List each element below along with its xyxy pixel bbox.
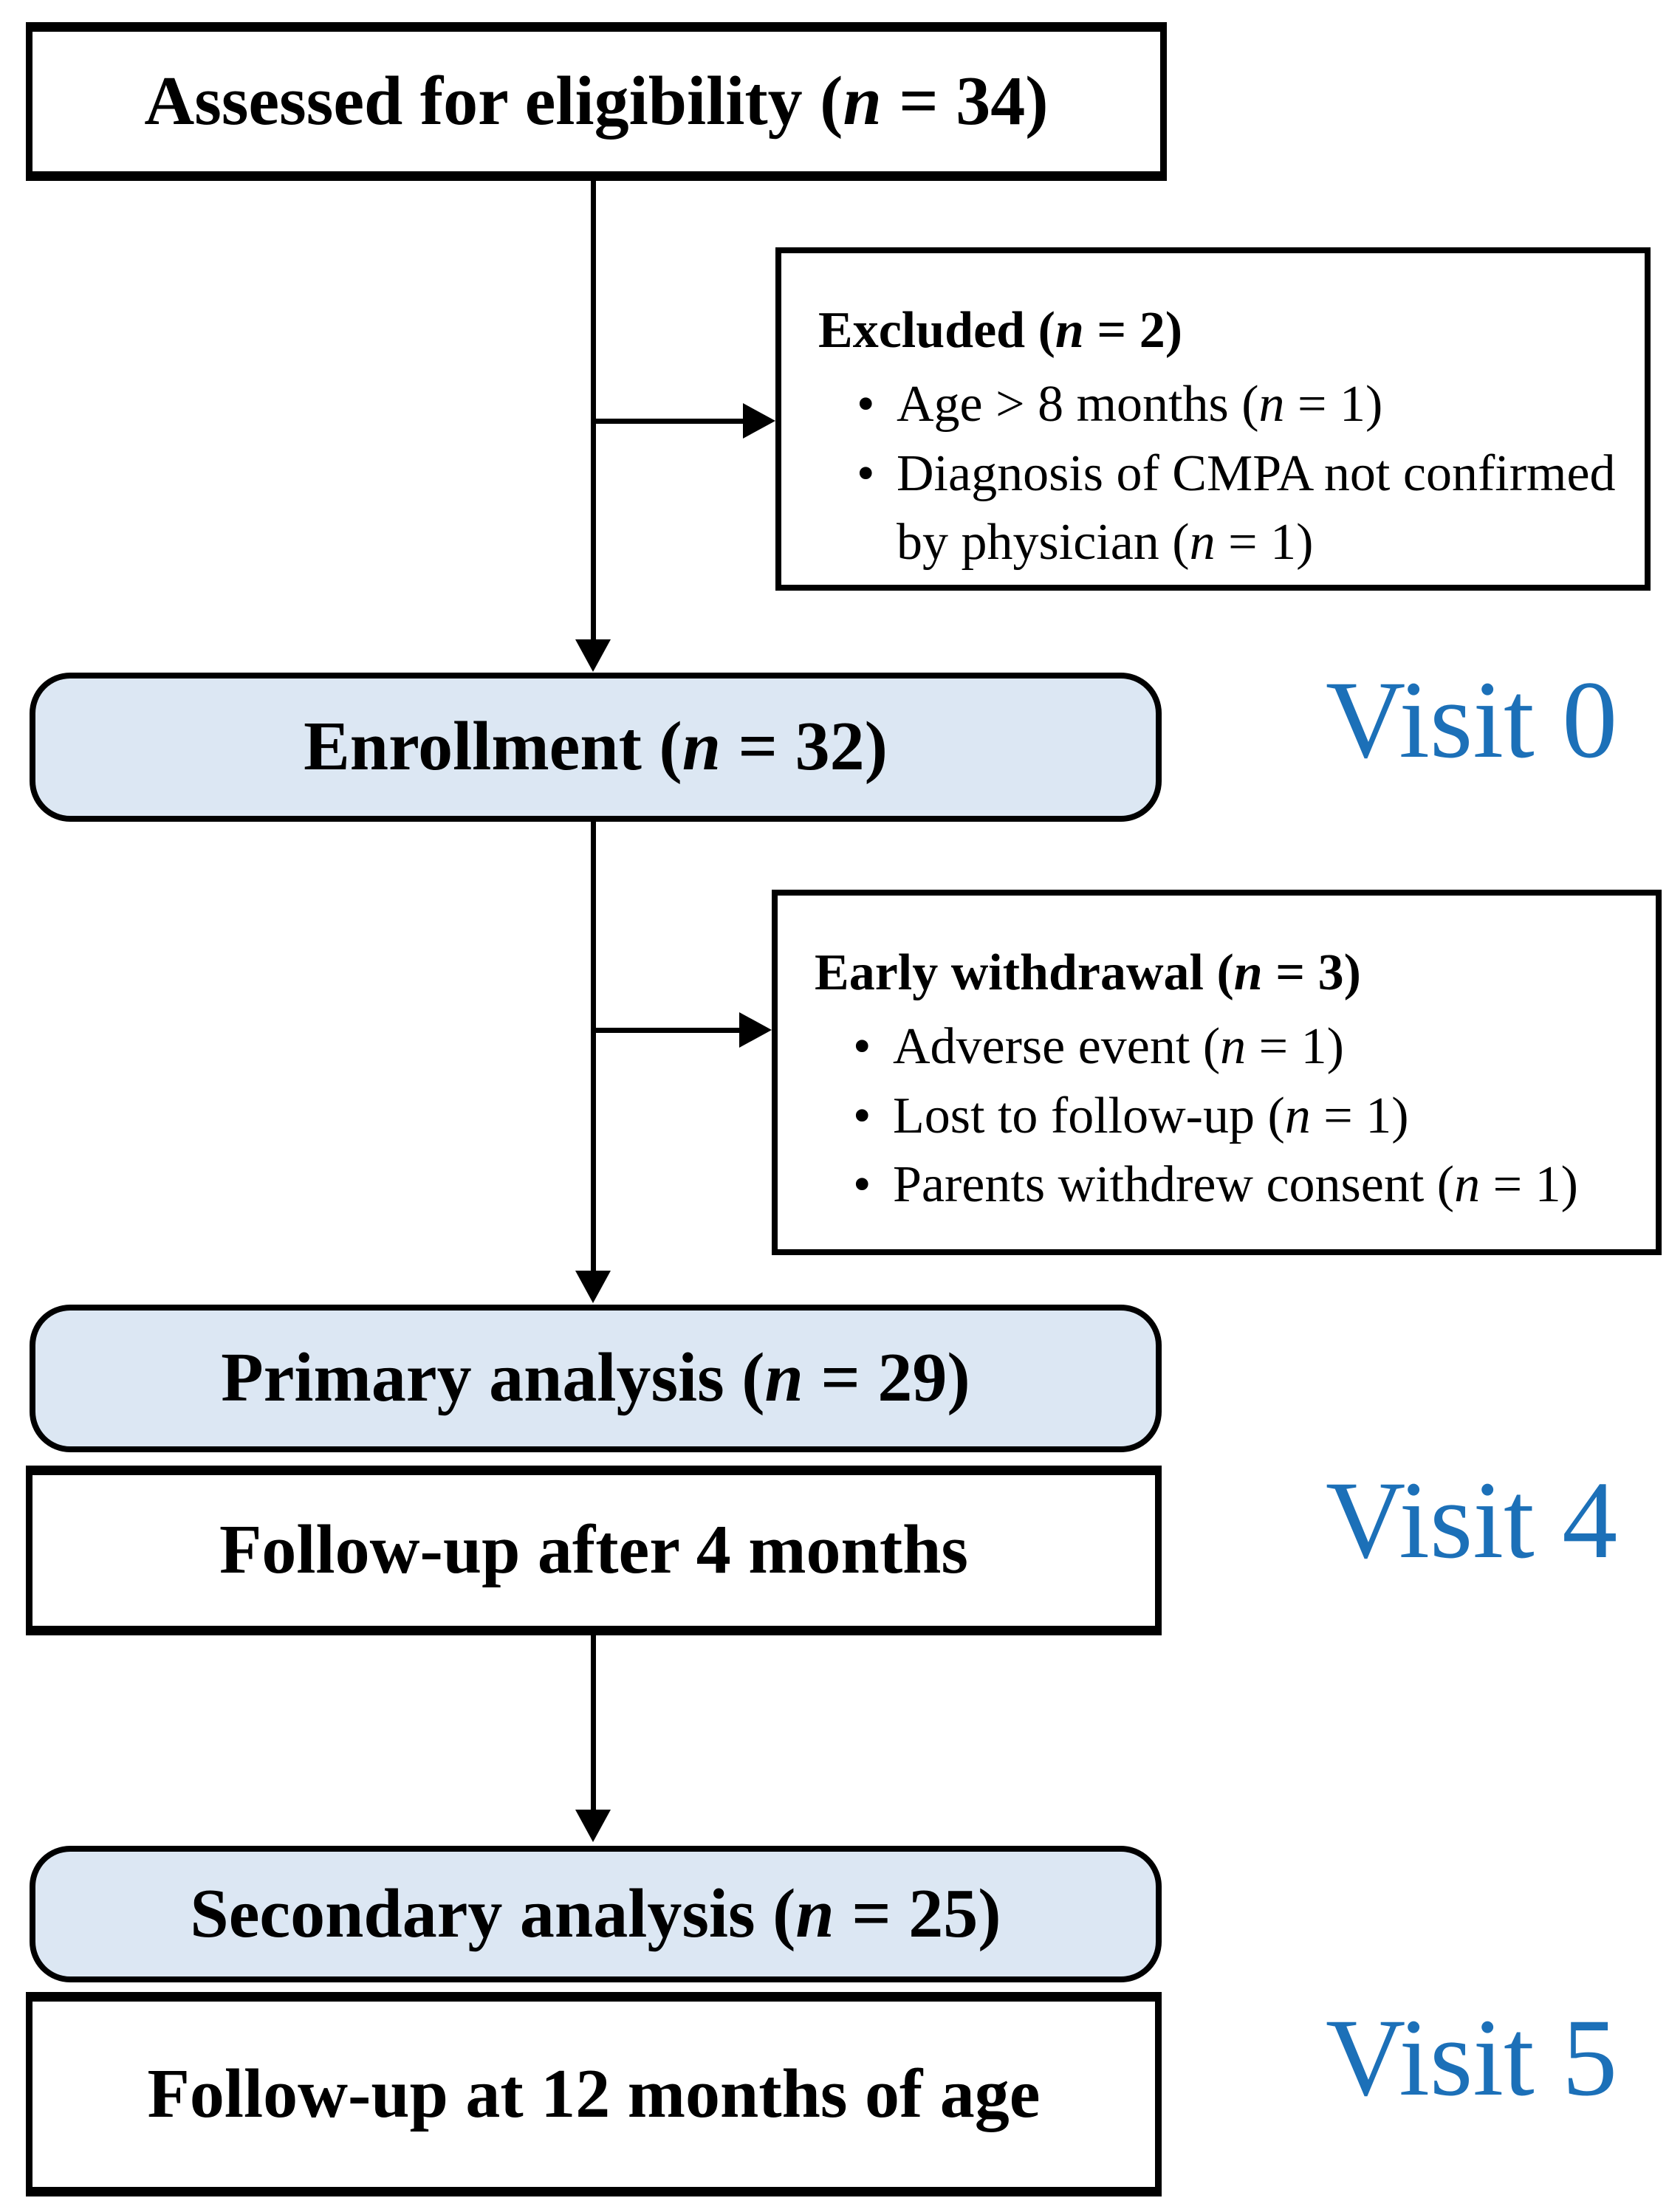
early-withdrawal-item: Adverse event (n = 1) — [850, 1012, 1635, 1082]
visit-4-label: Visit 4 — [1326, 1459, 1618, 1581]
followup-4-months-label: Follow-up after 4 months — [219, 1511, 968, 1589]
followup-4-months-box: Follow-up after 4 months — [26, 1466, 1162, 1635]
visit-5-label: Visit 5 — [1326, 1996, 1618, 2119]
arrow-line-branch-excluded — [593, 419, 743, 424]
arrowhead-down-icon — [575, 639, 611, 672]
arrow-line-enrollment-to-primary — [591, 820, 596, 1274]
excluded-list: Age > 8 months (n = 1) Diagnosis of CMPA… — [781, 370, 1645, 577]
followup-12-months-label: Follow-up at 12 months of age — [147, 2055, 1041, 2132]
arrowhead-right-icon — [743, 403, 775, 439]
arrowhead-right-icon — [739, 1012, 772, 1048]
excluded-item: Diagnosis of CMPA not confirmed by physi… — [854, 439, 1624, 578]
followup-12-months-box: Follow-up at 12 months of age — [26, 1992, 1162, 2196]
excluded-title: Excluded (n = 2) — [818, 302, 1183, 359]
early-withdrawal-item: Parents withdrew consent (n = 1) — [850, 1150, 1635, 1220]
early-withdrawal-box: Early withdrawal (n = 3) Adverse event (… — [772, 890, 1662, 1255]
primary-analysis-box: Primary analysis (n = 29) — [30, 1305, 1162, 1452]
primary-analysis-label: Primary analysis (n = 29) — [221, 1339, 970, 1417]
arrowhead-down-icon — [575, 1810, 611, 1842]
enrollment-box: Enrollment (n = 32) — [30, 673, 1162, 822]
excluded-item: Age > 8 months (n = 1) — [854, 370, 1624, 439]
early-withdrawal-item: Lost to follow-up (n = 1) — [850, 1082, 1635, 1151]
enrollment-label: Enrollment (n = 32) — [304, 708, 888, 786]
arrow-line-assessed-to-enrollment — [591, 179, 596, 641]
early-withdrawal-list: Adverse event (n = 1) Lost to follow-up … — [778, 1012, 1656, 1220]
excluded-box: Excluded (n = 2) Age > 8 months (n = 1) … — [775, 247, 1651, 591]
arrow-line-followup-to-secondary — [591, 1634, 596, 1813]
early-withdrawal-title: Early withdrawal (n = 3) — [815, 944, 1361, 1001]
assessed-eligibility-label: Assessed for eligibility (n = 34) — [144, 62, 1049, 140]
visit-0-label: Visit 0 — [1326, 659, 1618, 781]
secondary-analysis-box: Secondary analysis (n = 25) — [30, 1846, 1162, 1982]
secondary-analysis-label: Secondary analysis (n = 25) — [190, 1875, 1001, 1952]
assessed-eligibility-box: Assessed for eligibility (n = 34) — [26, 22, 1167, 181]
arrowhead-down-icon — [575, 1271, 611, 1303]
arrow-line-branch-early-withdrawal — [593, 1028, 741, 1033]
